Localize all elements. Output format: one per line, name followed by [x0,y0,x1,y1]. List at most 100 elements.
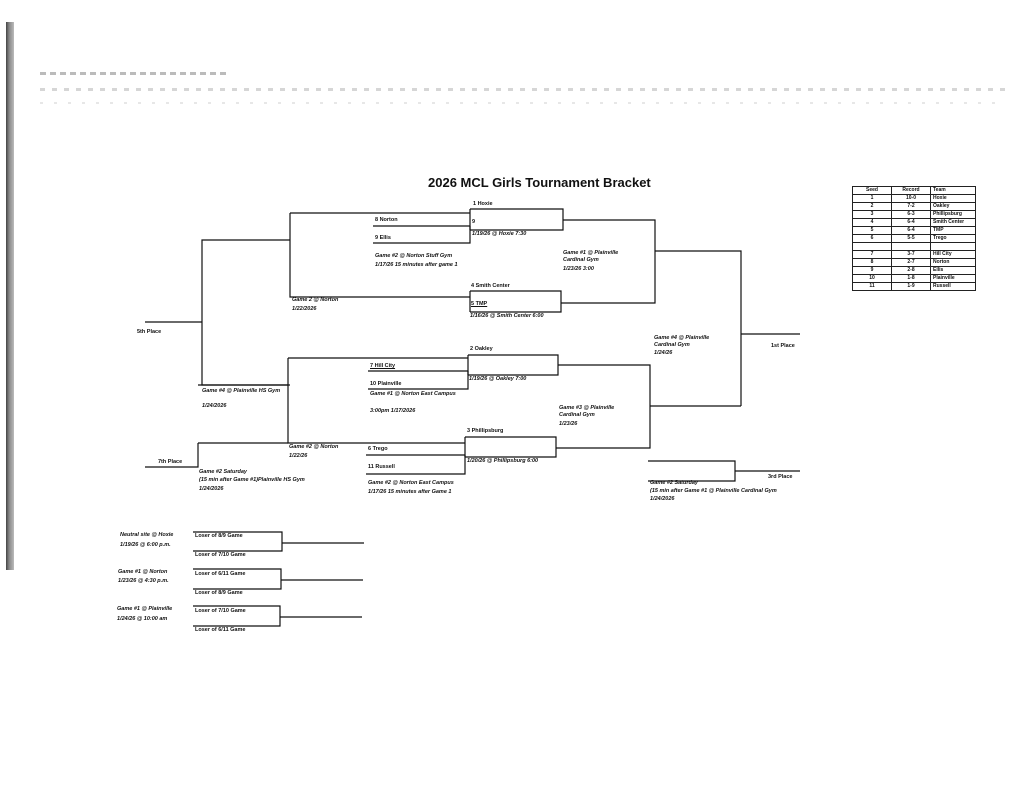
consolation-top-3: Loser of 7/10 Game [195,608,246,614]
seed-cell: 9 [852,266,892,275]
bracket-line [201,239,290,386]
seventh-game: Game #2 Saturday [199,469,247,475]
record-cell: 2-7 [891,258,931,267]
bracket-line [373,226,471,244]
team-oakley: 2 Oakley [470,346,493,352]
team-cell: Hill City [930,250,976,259]
game-norton-east: Game #1 @ Norton East Campus [370,391,456,397]
record-cell: 2-8 [891,266,931,275]
third-game: Game #2 Saturday [650,480,698,486]
seed-cell: 4 [852,218,892,227]
first-place-label: 1st Place [771,343,795,349]
team-cell: Ellis [930,266,976,275]
game4-plainville-hs: Game #4 @ Plainville HS Gym [202,388,281,394]
game-semi1-gym: Cardinal Gym [563,257,599,263]
team-smith-center: 4 Smith Center [471,283,510,289]
game-norton-stuff: Game #2 @ Norton Stuff Gym [375,253,453,259]
seventh-game-time: (15 min after Game #1)Plainville HS Gym [199,477,305,483]
slot-9: 9 [472,219,476,225]
record-cell: 10-0 [891,194,931,203]
table-spacer-row [852,242,976,251]
game3-plainville-date: 1/23/26 [559,421,578,427]
header-team: Team [930,186,976,195]
bracket-line [193,568,282,590]
game-semi1: Game #1 @ Plainville [563,250,619,256]
consolation-site-2: Game #1 @ Norton [118,569,168,575]
third-game-date: 1/24/2026 [650,496,675,502]
team-ellis: 9 Ellis [375,235,391,241]
team-plainville: 10 Plainville [370,381,402,387]
game-semi1-date: 1/23/26 3:00 [563,266,594,272]
team-cell: Russell [930,282,976,291]
seventh-game-date: 1/24/2026 [199,486,224,492]
seed-cell: 3 [852,210,892,219]
scan-noise [40,72,230,75]
team-hill-city: 7 Hill City [370,363,396,369]
seed-cell: 11 [852,282,892,291]
bracket-line [145,443,199,468]
seed-cell: 10 [852,274,892,283]
bracket-line [368,371,469,390]
game-hoxie: 1/19/26 @ Hoxie 7:30 [472,231,527,237]
championship-game: Game #4 @ Plainville [654,335,710,341]
bracket-line [289,213,470,298]
seed-cell: 1 [852,194,892,203]
bracket-line [470,290,562,313]
seed-cell: 5 [852,226,892,235]
record-cell: 6-4 [891,218,931,227]
record-cell: 1-8 [891,274,931,283]
game-norton-east-date: 3:00pm 1/17/2026 [370,408,416,414]
record-cell: 6-3 [891,210,931,219]
game-norton-stuff-date: 1/17/26 15 minutes after game 1 [375,262,458,268]
team-phillipsburg: 3 Phillipsburg [467,428,504,434]
consolation-date-1: 1/19/26 @ 6:00 p.m. [120,542,171,548]
game2-norton-date: 1/22/2026 [292,306,317,312]
game-phillipsburg: 1/20/26 @ Phillipsburg 6:00 [467,458,539,464]
bracket-line [193,531,283,552]
game2-norton-b: Game #2 @ Norton [289,444,339,450]
game4-plainville-hs-date: 1/24/2026 [202,403,227,409]
table-header-row: Seed Record Team [852,186,976,195]
record-cell: 6-4 [891,226,931,235]
game3-plainville-gym: Cardinal Gym [559,412,595,418]
team-trego: 6 Trego [368,446,388,452]
championship-date: 1/24/26 [654,350,673,356]
seventh-place-label: 7th Place [158,459,183,465]
team-cell: Trego [930,234,976,243]
consolation-top-2: Loser of 6/11 Game [195,571,246,577]
team-cell: Smith Center [930,218,976,227]
consolation-date-3: 1/24/26 @ 10:00 am [117,616,168,622]
team-hoxie: 1 Hoxie [473,201,493,207]
bracket-line [470,208,564,231]
bracket-line [366,455,466,475]
team-tmp: 5 TMP [471,301,488,307]
bracket-line [468,354,559,376]
game2-norton: Game 2 @ Norton [292,297,339,303]
scan-noise [40,102,1000,104]
record-cell: 7-2 [891,202,931,211]
fifth-place-label: 5th Place [137,329,162,335]
championship-gym: Cardinal Gym [654,342,690,348]
game2-norton-b-date: 1/22/26 [289,453,308,459]
consolation-site-1: Neutral site @ Hoxie [120,532,174,538]
team-russell: 11 Russell [368,464,395,470]
game-norton-east-b-date: 1/17/26 15 minutes after Game 1 [368,489,452,495]
bracket-line [655,250,742,406]
seed-cell: 6 [852,234,892,243]
consolation-site-3: Game #1 @ Plainville [117,606,173,612]
third-game-time: (15 min after Game #1 @ Plainville Cardi… [650,488,777,494]
scan-noise [40,88,1010,91]
record-cell: 5-5 [891,234,931,243]
team-cell: TMP [930,226,976,235]
consolation-bottom-1: Loser of 7/10 Game [195,552,246,558]
